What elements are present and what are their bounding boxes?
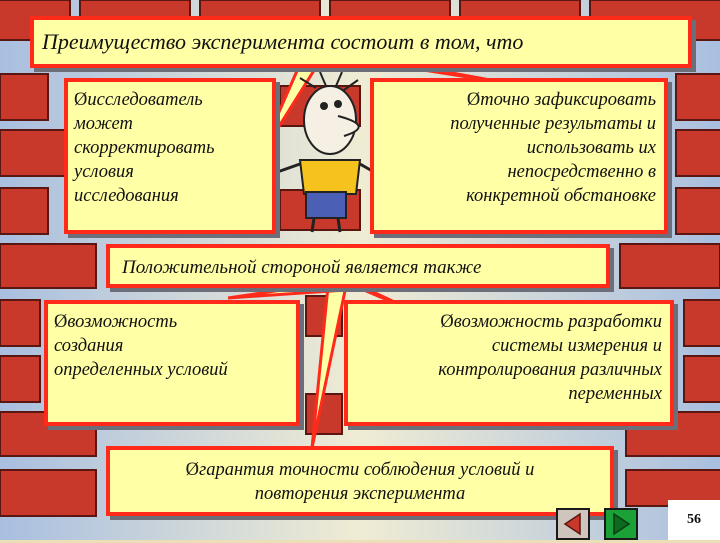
bullet-icon: Ø [74, 90, 88, 110]
bullet-icon: Ø [185, 460, 200, 480]
callout-measurement-system: Øвозможность разработки системы измерени… [344, 300, 674, 426]
bullet-icon: Ø [54, 312, 68, 332]
callout-record-results: Øточно зафиксировать полученные результа… [370, 78, 668, 234]
slide-title: Преимущество эксперимента состоит в том,… [30, 16, 692, 68]
prev-slide-button[interactable] [556, 508, 590, 540]
cartoon-man-icon [265, 71, 389, 233]
arrow-right-icon [613, 512, 631, 536]
bullet-icon: Ø [440, 312, 454, 332]
callout-accuracy-guarantee: Øгарантия точности соблюдения условий и … [106, 446, 614, 516]
arrow-left-icon [563, 512, 581, 536]
callout-create-conditions: Øвозможность создания определенных услов… [44, 300, 300, 426]
page-number: 56 [668, 500, 720, 540]
next-slide-button[interactable] [604, 508, 638, 540]
bullet-icon: Ø [466, 90, 481, 110]
middle-heading: Положительной стороной является также [106, 244, 610, 288]
callout-researcher: Øисследователь может скорректировать усл… [64, 78, 276, 234]
